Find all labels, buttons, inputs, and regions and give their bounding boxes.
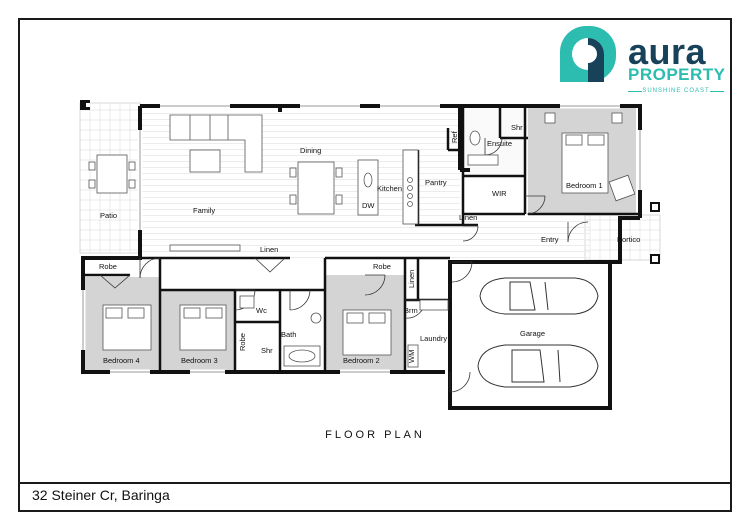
label-bedroom4: Bedroom 4: [103, 356, 140, 365]
label-robe-bed2: Robe: [373, 262, 391, 271]
doors: [99, 137, 589, 393]
portico-area: [584, 214, 661, 261]
posts: [80, 100, 660, 264]
label-bath-shr: Shr: [261, 346, 273, 355]
label-ensuite-shr: Shr: [511, 123, 523, 132]
label-garage: Garage: [520, 329, 545, 338]
label-robe-bed3: Robe: [238, 333, 247, 351]
brand-logo-mark: [560, 26, 616, 82]
label-wc: Wc: [256, 306, 267, 315]
brand-name: aura: [628, 31, 707, 72]
label-bedroom1: Bedroom 1: [566, 181, 603, 190]
label-bedroom2: Bedroom 2: [343, 356, 380, 365]
label-pantry: Pantry: [425, 178, 447, 187]
label-brm: Brm: [404, 306, 418, 315]
label-patio: Patio: [100, 211, 117, 220]
label-robe-bed4: Robe: [99, 262, 117, 271]
label-linen-entry: Linen: [459, 213, 477, 222]
label-ref: Ref: [450, 130, 459, 143]
brand-tagline: SUNSHINE COAST: [642, 88, 710, 94]
label-dw: DW: [362, 201, 375, 210]
page-frame: [18, 18, 732, 512]
footer-divider: [18, 482, 732, 484]
label-family: Family: [193, 206, 215, 215]
entry-floor: [460, 220, 590, 260]
label-portico: Portico: [617, 235, 640, 244]
label-laundry: Laundry: [420, 334, 447, 343]
garage-cars: [477, 277, 599, 388]
brand-rule-left: [628, 91, 642, 92]
label-linen-hall: Linen: [260, 245, 278, 254]
property-address: 32 Steiner Cr, Baringa: [32, 487, 170, 503]
label-bath: Bath: [281, 330, 296, 339]
label-kitchen: Kitchen: [377, 184, 402, 193]
plan-title: FLOOR PLAN: [325, 429, 425, 441]
furniture: [88, 112, 636, 368]
patio-area: [79, 102, 141, 254]
label-ensuite: Ensuite: [487, 139, 512, 148]
label-wm: WM: [407, 350, 416, 363]
label-entry: Entry: [541, 235, 559, 244]
label-linen-laundry: Linen: [407, 270, 416, 288]
label-bedroom3: Bedroom 3: [181, 356, 218, 365]
label-wir: WIR: [492, 189, 507, 198]
brand-subtitle: PROPERTY: [628, 65, 726, 84]
label-dining: Dining: [300, 146, 321, 155]
brand-rule-right: [710, 91, 724, 92]
